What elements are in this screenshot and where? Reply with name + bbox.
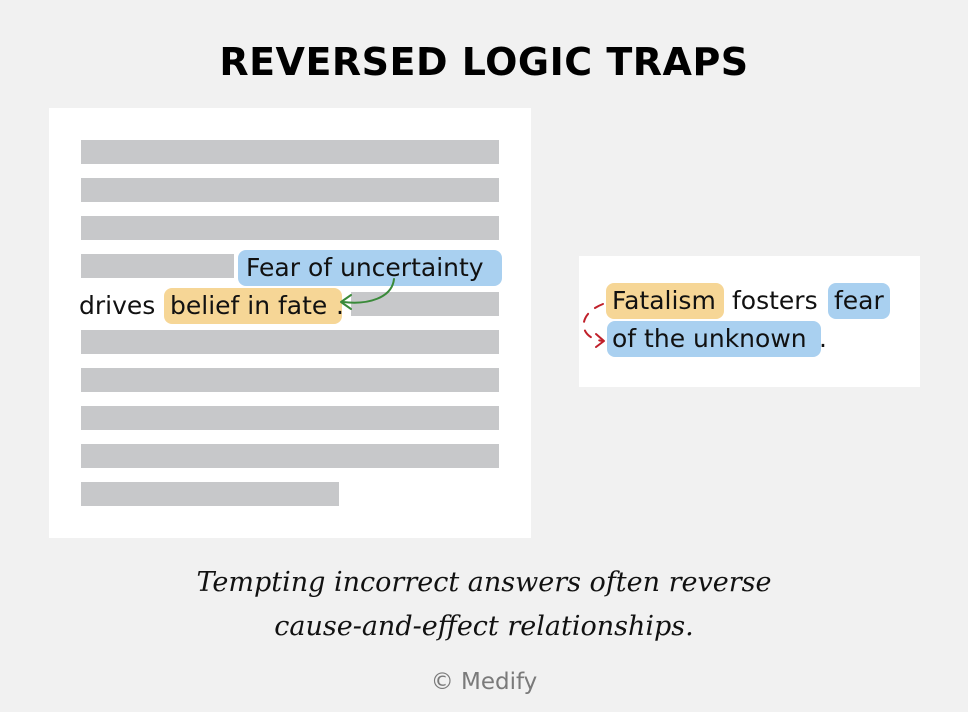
copyright-credit: © Medify [430, 669, 538, 695]
passage-period: . [336, 291, 344, 320]
text-placeholder-line [81, 216, 499, 240]
cause-highlight [828, 283, 890, 319]
cause-highlight [607, 321, 821, 357]
effect-phrase: belief in fate [170, 291, 328, 320]
text-placeholder-line [81, 444, 499, 468]
effect-highlight [164, 288, 342, 324]
arrow-head-icon [340, 294, 352, 310]
trap-cause-phrase-part1: fear [834, 286, 884, 315]
text-placeholder-line [81, 140, 499, 164]
trap-cause-phrase-part2: of the unknown [612, 324, 807, 353]
effect-highlight [606, 283, 724, 319]
caption-line-1: Tempting incorrect answers often reverse [196, 567, 772, 598]
passage-panel: Fear of uncertainty drives belief in fat… [49, 108, 531, 538]
text-placeholder-line [81, 178, 499, 202]
text-placeholder-line [81, 482, 339, 506]
cause-highlight [238, 250, 502, 286]
caption-line-2: cause-and-effect relationships. [274, 611, 694, 642]
trap-effect-phrase: Fatalism [612, 286, 716, 315]
passage-verb: drives [79, 291, 156, 320]
text-placeholder-line [81, 254, 234, 278]
text-placeholder-line [81, 406, 499, 430]
text-placeholder-line [81, 330, 499, 354]
trap-period: . [819, 324, 827, 353]
arrow-head-icon [595, 333, 605, 348]
reversed-arrow [582, 303, 604, 342]
cause-phrase: Fear of uncertainty [246, 253, 484, 282]
trap-answer-panel: Fatalism fosters fear of the unknown . [579, 256, 920, 387]
text-placeholder-line [81, 368, 499, 392]
page-title: REVERSED LOGIC TRAPS [219, 40, 749, 84]
trap-verb: fosters [732, 286, 818, 315]
text-placeholder-line [351, 292, 499, 316]
cause-effect-arrow [342, 278, 395, 304]
